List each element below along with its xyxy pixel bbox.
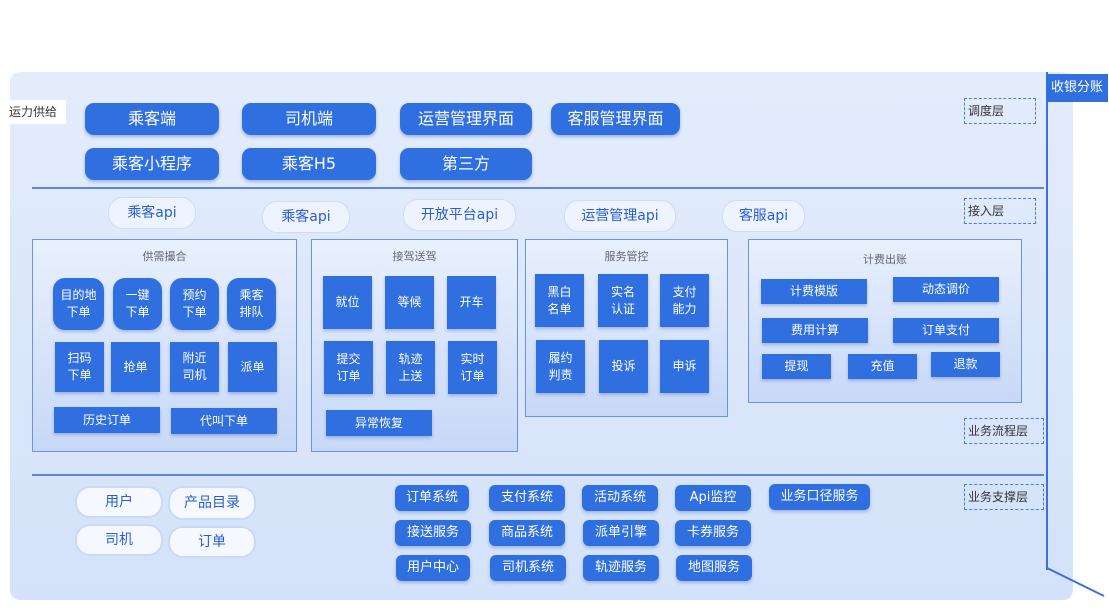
tile-refund[interactable]: 退款 — [931, 352, 1000, 377]
tile-history-orders[interactable]: 历史订单 — [54, 407, 160, 433]
service-ui-button[interactable]: 客服管理界面 — [551, 103, 680, 135]
tile-proxy-order[interactable]: 代叫下单 — [171, 408, 277, 434]
layer-business-support: 业务支撑层 — [964, 484, 1044, 510]
svc-map-service[interactable]: 地图服务 — [676, 555, 752, 581]
divider-access — [32, 187, 1044, 189]
tile-scan-order[interactable]: 扫码 下单 — [55, 342, 104, 392]
tile-track-upload[interactable]: 轨迹 上送 — [386, 341, 435, 394]
tile-waiting[interactable]: 等候 — [385, 276, 434, 329]
tile-fulfillment-judgement[interactable]: 履约 判责 — [536, 340, 585, 393]
api-pill-operation[interactable]: 运营管理api — [564, 200, 676, 232]
tile-destination-order[interactable]: 目的地 下单 — [53, 278, 104, 330]
svc-dispatch-engine[interactable]: 派单引擎 — [583, 520, 659, 546]
api-pill-passenger-1[interactable]: 乘客api — [108, 197, 196, 229]
tile-payment-capability[interactable]: 支付 能力 — [660, 274, 709, 327]
tile-recharge[interactable]: 充值 — [848, 354, 917, 379]
entity-order[interactable]: 订单 — [168, 526, 256, 558]
entity-driver[interactable]: 司机 — [75, 524, 163, 556]
tile-appeal[interactable]: 申诉 — [660, 340, 709, 393]
svc-track-service[interactable]: 轨迹服务 — [583, 555, 659, 581]
tile-blackwhite-list[interactable]: 黑白 名单 — [535, 274, 584, 327]
tile-realtime-order[interactable]: 实时 订单 — [448, 341, 497, 394]
svc-driver-system[interactable]: 司机系统 — [490, 555, 566, 581]
tile-real-name-auth[interactable]: 实名 认证 — [598, 274, 648, 327]
tile-in-position[interactable]: 就位 — [323, 276, 372, 329]
capacity-supply-label: 运力供给 — [0, 100, 66, 124]
third-party-button[interactable]: 第三方 — [400, 148, 532, 180]
api-pill-service[interactable]: 客服api — [722, 200, 805, 232]
tile-reserve-order[interactable]: 预约 下单 — [170, 278, 219, 330]
tile-withdraw[interactable]: 提现 — [762, 354, 831, 379]
panel-billing-title: 计费出账 — [863, 253, 907, 266]
entity-product-catalog[interactable]: 产品目录 — [168, 486, 256, 520]
tile-nearby-drivers[interactable]: 附近 司机 — [170, 342, 219, 392]
svc-api-monitor[interactable]: Api监控 — [675, 485, 751, 511]
tile-start-driving[interactable]: 开车 — [447, 276, 496, 329]
svc-payment-system[interactable]: 支付系统 — [489, 485, 565, 511]
passenger-miniapp-button[interactable]: 乘客小程序 — [85, 148, 219, 180]
tile-fee-calculation[interactable]: 费用计算 — [762, 318, 868, 343]
cashier-corner-line — [1046, 567, 1105, 597]
panel-pickup-title: 接驾送驾 — [392, 250, 437, 263]
passenger-client-button[interactable]: 乘客端 — [85, 103, 219, 135]
passenger-h5-button[interactable]: 乘客H5 — [242, 148, 376, 180]
operation-ui-button[interactable]: 运营管理界面 — [400, 103, 532, 135]
tile-order-payment[interactable]: 订单支付 — [893, 318, 999, 343]
tile-submit-order[interactable]: 提交 订单 — [324, 341, 373, 394]
divider-support — [32, 474, 1044, 476]
tile-dispatch-order[interactable]: 派单 — [228, 342, 277, 392]
tile-exception-recovery[interactable]: 异常恢复 — [326, 410, 432, 436]
tile-one-click-order[interactable]: 一键 下单 — [113, 278, 162, 330]
api-pill-passenger-2[interactable]: 乘客api — [262, 201, 350, 233]
svc-user-center[interactable]: 用户中心 — [396, 555, 470, 581]
cashier-vertical-line — [1046, 72, 1048, 570]
entity-user[interactable]: 用户 — [75, 486, 163, 518]
layer-dispatch: 调度层 — [964, 98, 1036, 124]
svc-coupon-service[interactable]: 卡券服务 — [675, 520, 751, 546]
svc-order-system[interactable]: 订单系统 — [395, 485, 469, 511]
tile-passenger-queue[interactable]: 乘客 排队 — [227, 278, 276, 330]
svc-business-metrics[interactable]: 业务口径服务 — [769, 484, 870, 510]
tile-grab-order[interactable]: 抢单 — [111, 342, 160, 392]
tile-complaint[interactable]: 投诉 — [599, 340, 648, 393]
layer-business-flow: 业务流程层 — [964, 418, 1044, 444]
layer-access: 接入层 — [964, 198, 1036, 224]
driver-client-button[interactable]: 司机端 — [242, 103, 376, 135]
cashier-split-label: 收银分账 — [1046, 74, 1108, 102]
panel-supply-title: 供需撮合 — [142, 250, 187, 263]
svc-goods-system[interactable]: 商品系统 — [489, 520, 565, 546]
panel-control-title: 服务管控 — [604, 250, 649, 263]
tile-billing-template[interactable]: 计费模版 — [761, 279, 867, 304]
svc-activity-system[interactable]: 活动系统 — [582, 485, 658, 511]
api-pill-open-platform[interactable]: 开放平台api — [403, 199, 516, 231]
tile-dynamic-pricing[interactable]: 动态调价 — [893, 277, 999, 302]
svc-pickup-service[interactable]: 接送服务 — [395, 520, 471, 546]
